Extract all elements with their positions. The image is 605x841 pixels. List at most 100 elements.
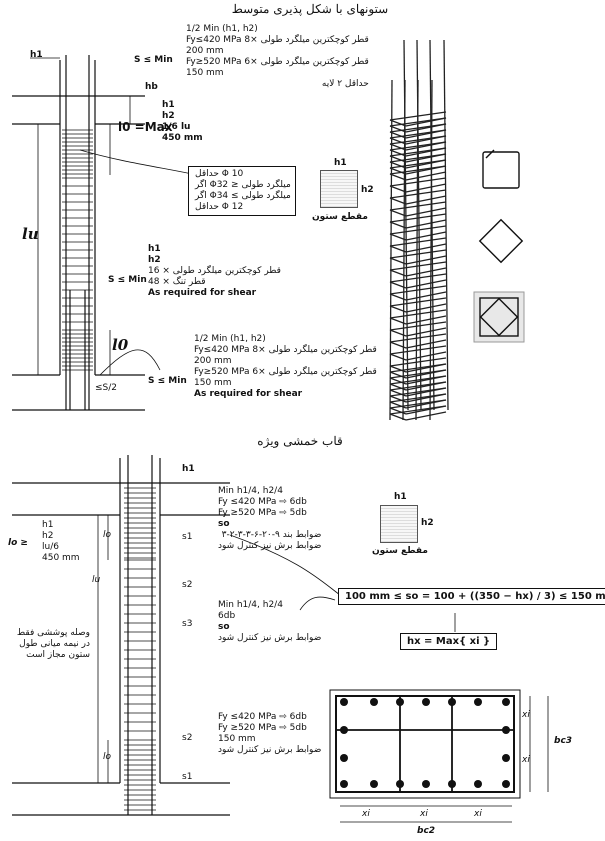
- cage-tie: [389, 305, 407, 313]
- cage-tie: [389, 345, 447, 355]
- cage-tie: [389, 371, 407, 379]
- l0-item: h1: [162, 100, 175, 110]
- xi-5: xi: [522, 755, 530, 765]
- cage-tie: [389, 329, 407, 337]
- cage-tie: [405, 339, 447, 349]
- tie-note: حداقل Φ 10: [195, 169, 244, 179]
- cage-tie: [405, 351, 447, 361]
- cage-tie: [389, 413, 407, 421]
- bottom-title: قاب خمشی ویژه: [257, 434, 343, 448]
- cage-tie: [389, 153, 447, 163]
- splice-line: ستون مجاز است: [26, 650, 90, 660]
- tie-note: اگر Φ32 ≥ میلگرد طولی: [195, 180, 291, 190]
- top-hb-label: hb: [145, 82, 158, 92]
- rebar-dot: [502, 754, 510, 762]
- s3-item: 200 mm: [194, 356, 232, 366]
- cage-tie: [405, 291, 447, 301]
- cage-tie: [389, 155, 407, 163]
- cage-tie: [405, 243, 447, 253]
- cage-tie: [405, 171, 447, 181]
- cage-tie: [405, 303, 447, 313]
- s1-item: Fy≤420 MPa 8× قطر کوچکترین میلگرد طولی: [186, 35, 369, 45]
- splice-line: وصله پوششی فقط: [16, 628, 90, 638]
- rebar-dot: [396, 780, 404, 788]
- cage-tie: [389, 369, 447, 379]
- cage-tie: [389, 123, 447, 133]
- cage-tie: [389, 197, 407, 205]
- cage-tie: [389, 321, 447, 331]
- cage-tie: [405, 207, 447, 217]
- top-s-min-1-list: 1/2 Min (h1, h2) Fy≤420 MPa 8× قطر کوچکت…: [186, 24, 369, 90]
- l0-item: 450 mm: [162, 133, 203, 143]
- bc3-label: bc3: [554, 736, 573, 746]
- hx-formula: hx = Max{ xi }: [400, 633, 498, 650]
- bottom-section-h1: h1: [394, 492, 407, 502]
- so-formula: 100 mm ≤ so = 100 + ((350 − hx) / 3) ≤ 1…: [338, 588, 605, 605]
- bottom-lu: lu: [92, 575, 101, 585]
- cage-tie: [389, 257, 407, 265]
- cage-tie: [389, 213, 447, 223]
- l0-item: h2: [162, 111, 175, 121]
- cage-tie: [389, 237, 447, 247]
- cage-tie: [389, 261, 447, 271]
- cage-tie: [389, 129, 447, 139]
- cage-tie: [405, 195, 447, 205]
- lo-item: 450 mm: [42, 553, 80, 563]
- s2-label: s2: [182, 580, 193, 590]
- s3-item: Fy≥520 MPa 6× قطر کوچکترین میلگرد طولی: [194, 367, 377, 377]
- cage-tie: [389, 119, 407, 127]
- cage-tie: [389, 365, 407, 373]
- bottom-section-h2: h2: [421, 518, 434, 528]
- rebar-dot: [502, 726, 510, 734]
- cage-tie: [389, 353, 407, 361]
- s1b-item: Fy ≥520 MPa ⇨ 5db: [218, 508, 307, 518]
- cage-tie: [389, 375, 447, 385]
- cage-tie: [389, 177, 447, 187]
- s2-item: 16 × قطر کوچکترین میلگرد طولی: [148, 266, 281, 276]
- cage-tie: [389, 393, 447, 403]
- s3-item: 150 mm: [194, 378, 232, 388]
- cage-tie: [389, 281, 407, 289]
- l0-item: 1/6 lu: [162, 122, 191, 132]
- s1-label: s1: [182, 532, 193, 542]
- rebar-dot: [448, 780, 456, 788]
- cage-bar: [443, 39, 449, 411]
- s1-item: 150 mm: [186, 68, 224, 78]
- s3b-item: so: [218, 622, 230, 632]
- s1-list: Min h1/4, h2/4 Fy ≤420 MPa ⇨ 6db Fy ≥520…: [218, 486, 321, 552]
- s2-item: As required for shear: [148, 288, 257, 298]
- top-h1-label: h1: [30, 50, 43, 60]
- s1-item: Fy≥520 MPa 6× قطر کوچکترین میلگرد طولی: [186, 57, 369, 67]
- top-section-square: [320, 170, 358, 208]
- s3-list: Min h1/4, h2/4 6db so ضوابط برش نیز کنتر…: [218, 600, 321, 644]
- cage-tie: [389, 387, 447, 397]
- rebar-dot: [422, 780, 430, 788]
- cage-tie: [405, 279, 447, 289]
- cage-tie: [389, 285, 447, 295]
- bottom-h1-label: h1: [182, 464, 195, 474]
- top-s-min-3-list: 1/2 Min (h1, h2) Fy≤420 MPa 8× قطر کوچکت…: [194, 334, 377, 400]
- rebar-dot: [340, 780, 348, 788]
- cage-tie: [389, 269, 407, 277]
- top-s-half: ≤S/2: [95, 383, 118, 393]
- top-l0-bottom-label: l0: [112, 336, 129, 354]
- cage-tie: [389, 161, 407, 169]
- cage-tie: [389, 317, 407, 325]
- cage-bar: [389, 79, 393, 421]
- s1-item: 200 mm: [186, 46, 224, 56]
- cage-tie: [389, 377, 407, 385]
- s2-item: h2: [148, 255, 161, 265]
- cage-tie: [405, 315, 447, 325]
- cage-tie: [389, 399, 447, 409]
- splice-note: وصله پوششی فقط در نیمه میانی طول ستون مج…: [10, 628, 90, 661]
- s1b-item: Fy ≤420 MPa ⇨ 6db: [218, 497, 307, 507]
- cage-tie: [389, 249, 447, 259]
- cage-tie: [389, 125, 407, 133]
- top-l0-max: l0 =Max: [118, 120, 173, 134]
- tie-note-box: حداقل Φ 10 اگر Φ32 ≥ میلگرد طولی اگر Φ34…: [188, 166, 296, 216]
- s1-item: 1/2 Min (h1, h2): [186, 24, 258, 34]
- cage-tie: [389, 221, 407, 229]
- bottom-section-label: مقطع ستون: [372, 546, 428, 556]
- bottom-lo-list: h1 h2 lu/6 450 mm: [42, 520, 80, 564]
